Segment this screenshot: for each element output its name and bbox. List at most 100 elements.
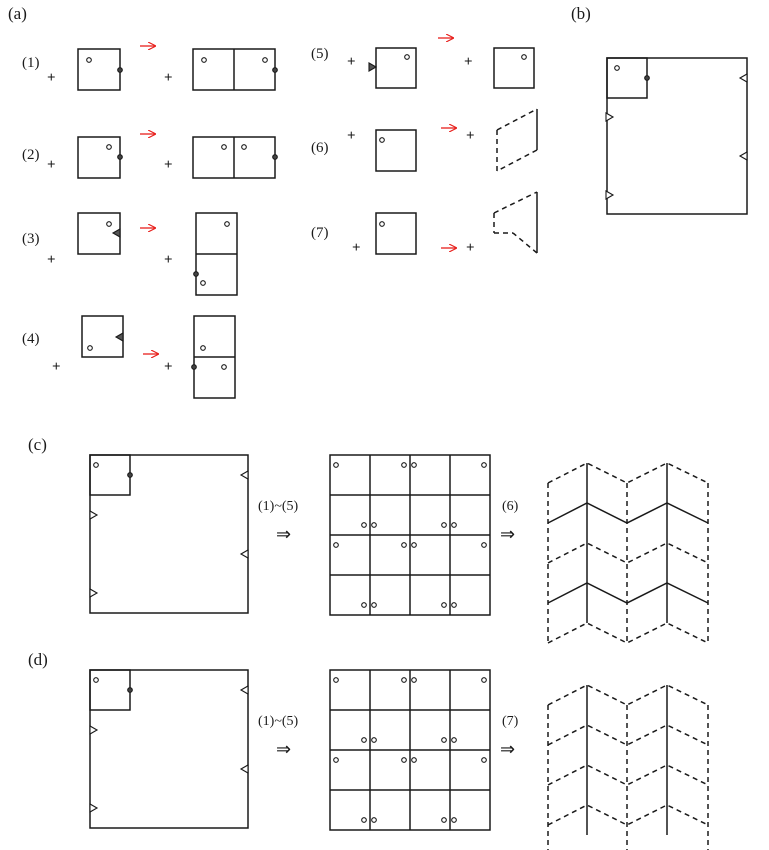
panel-label-d: (d)	[28, 650, 48, 669]
grid-dot-d-5	[371, 737, 377, 743]
grid-dot-d-9	[401, 757, 407, 763]
double-arrow-c1: ⇒	[276, 524, 291, 544]
cell-r2-a	[77, 136, 121, 179]
dot-b	[614, 65, 620, 71]
grid-dot-c-2	[411, 462, 417, 468]
grid-dot-d-3	[481, 677, 487, 683]
zigzag-d-row-3	[547, 804, 709, 826]
seed-cell-b	[606, 57, 648, 99]
cell-r1-a	[77, 48, 121, 91]
rule-label-5: (5)	[311, 46, 329, 62]
grid-dot-c-12	[361, 602, 367, 608]
seed-cell-c	[89, 454, 131, 496]
panel-label-b: (b)	[571, 4, 591, 23]
dot-r4-a	[87, 345, 93, 351]
triangle-b-4	[605, 190, 615, 200]
plus-r5-b: +	[464, 54, 473, 70]
rule-label-2: (2)	[22, 147, 40, 163]
canvas-c	[89, 454, 249, 614]
triangle-b-3	[738, 151, 748, 161]
grid-dot-c-10	[411, 542, 417, 548]
node-b	[644, 75, 650, 81]
plus-r3-a: +	[47, 252, 56, 268]
triangle-c-4	[89, 588, 99, 598]
edge-r7-bottom	[512, 232, 538, 254]
node-c	[127, 472, 133, 478]
dot-r6-a	[379, 137, 385, 143]
rule-label-3: (3)	[22, 231, 40, 247]
dot-r5-a	[404, 54, 410, 60]
plus-r4-b: +	[164, 359, 173, 375]
rule-label-6: (6)	[311, 140, 329, 156]
grid-dot-d-14	[441, 817, 447, 823]
panel-label-c: (c)	[28, 435, 47, 454]
grid-dot-c-1	[401, 462, 407, 468]
grid-dot-c-7	[451, 522, 457, 528]
diagram-shapes	[77, 47, 748, 850]
zigzag-d-row-0	[547, 684, 709, 706]
zigzag-c-row-2	[547, 542, 709, 564]
dot-r2-a	[106, 144, 112, 150]
step-label-d-second: (7)	[502, 714, 519, 729]
zigzag-d-row-1	[547, 724, 709, 746]
plus-r1-a: +	[47, 70, 56, 86]
grid-dot-d-2	[411, 677, 417, 683]
double-arrow-d1: ⇒	[276, 739, 291, 759]
canvas-b	[606, 57, 748, 215]
grid-dot-d-1	[401, 677, 407, 683]
zigzag-d-row-2	[547, 764, 709, 786]
dot-d	[93, 677, 99, 683]
node-r1-b	[272, 67, 278, 73]
diagram-marks: ++++++++++++++	[47, 38, 748, 823]
zigzag-c-row-3	[547, 582, 709, 604]
rule-label-1: (1)	[22, 55, 40, 71]
grid-dot-c-0	[333, 462, 339, 468]
dot-r2-b2	[241, 144, 247, 150]
dot-r1-b2	[262, 57, 268, 63]
step-label-c-second: (6)	[502, 499, 519, 514]
dot-r3-b2	[200, 280, 206, 286]
node-r2-a	[117, 154, 123, 160]
dot-r3-b1	[224, 221, 230, 227]
cell-r5-a	[375, 47, 417, 89]
triangle-d-4	[89, 803, 99, 813]
grid-dot-d-4	[361, 737, 367, 743]
grid-dot-d-7	[451, 737, 457, 743]
triangle-c-2	[89, 510, 99, 520]
canvas-d	[89, 669, 249, 829]
dot-r7-a	[379, 221, 385, 227]
zigzag-c-row-4	[547, 622, 709, 644]
grid-dot-c-6	[441, 522, 447, 528]
grid-dot-c-11	[481, 542, 487, 548]
grid-dot-d-8	[333, 757, 339, 763]
plus-r1-b: +	[164, 70, 173, 86]
double-arrow-d2: ⇒	[500, 739, 515, 759]
node-r2-b	[272, 154, 278, 160]
step-label-c-first: (1)~(5)	[258, 499, 299, 514]
node-r1-a	[117, 67, 123, 73]
double-arrow-c2: ⇒	[500, 524, 515, 544]
step-label-d-first: (1)~(5)	[258, 714, 299, 729]
edge-r6-top	[496, 108, 538, 131]
node-r3-b	[193, 271, 199, 277]
grid-dot-c-14	[441, 602, 447, 608]
cell-r6-a	[375, 129, 417, 172]
grid-dot-c-15	[451, 602, 457, 608]
node-d	[127, 687, 133, 693]
edge-r7-top	[493, 191, 538, 214]
triangle-r5-a	[368, 62, 378, 72]
triangle-r3-a	[111, 228, 121, 238]
grid-dot-c-8	[333, 542, 339, 548]
triangle-c-1	[239, 470, 249, 480]
plus-r5-a: +	[347, 54, 356, 70]
triangle-b-1	[738, 73, 748, 83]
triangle-c-3	[239, 549, 249, 559]
seed-cell-d	[89, 669, 131, 711]
rule-label-4: (4)	[22, 331, 40, 347]
grid-dot-c-5	[371, 522, 377, 528]
dot-r2-b1	[221, 144, 227, 150]
plus-r2-b: +	[164, 157, 173, 173]
edge-r6-bottom	[496, 149, 538, 172]
dot-c	[93, 462, 99, 468]
